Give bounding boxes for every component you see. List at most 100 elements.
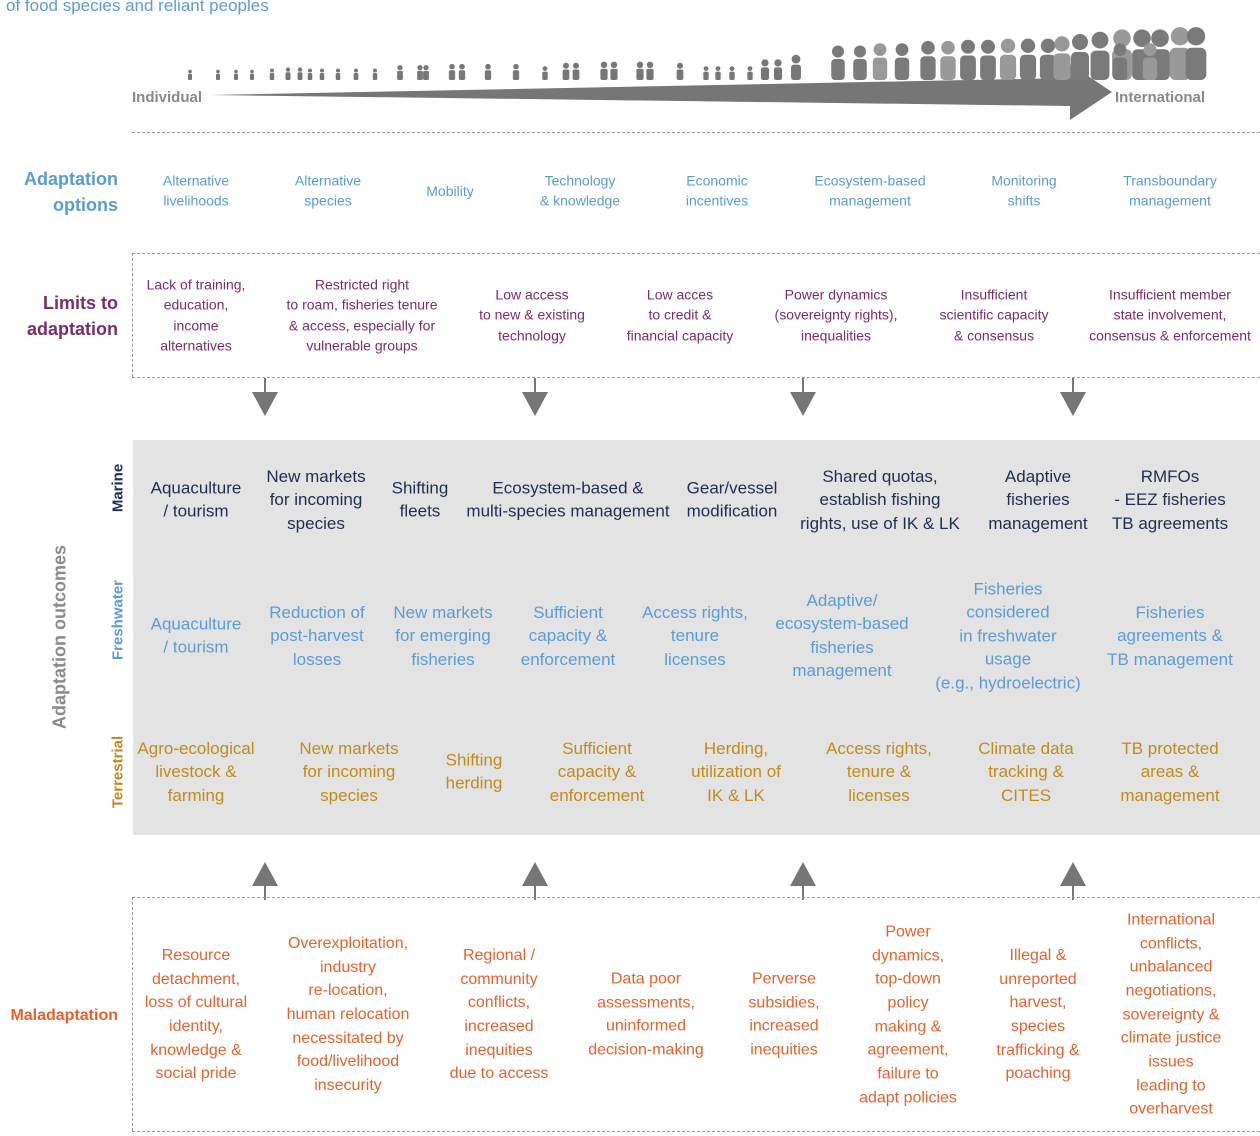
person-icon	[1053, 36, 1071, 80]
terrestrial-outcome-4: Sufficient capacity & enforcement	[549, 738, 645, 805]
person-icon	[448, 63, 456, 80]
maladaptation-item-3: Regional / community conflicts, increase…	[449, 946, 549, 1083]
scale-left-label: Individual	[132, 89, 203, 106]
person-icon	[703, 66, 709, 80]
up-arrows	[252, 862, 1086, 900]
freshwater-outcome-2: Reduction of post-harvest losses	[269, 602, 365, 669]
maladaptation-item-4: Data poor assessments, uninformed decisi…	[588, 970, 704, 1059]
adaptation-option-4: Technology & knowledge	[539, 172, 621, 209]
person-icon	[233, 69, 239, 80]
scale-right-label: International	[1115, 89, 1206, 106]
adaptation-option-8: Transboundary management	[1123, 172, 1217, 209]
freshwater-outcome-3: New markets for emerging fisheries	[393, 602, 493, 669]
adaptation-option-3: Mobility	[426, 182, 474, 199]
maladaptation-item-7: Illegal & unreported harvest, species tr…	[996, 946, 1080, 1083]
down-arrows	[252, 378, 1086, 416]
up-arrow-icon	[252, 862, 278, 900]
limits-label-text: Limits to adaptation	[26, 293, 118, 340]
person-icon	[1090, 31, 1110, 80]
terrestrial-outcome-3: Shifting herding	[445, 750, 503, 793]
limit-4: Low acces to credit & financial capacity	[626, 286, 734, 344]
adaptation-option-5: Economic incentives	[685, 172, 749, 209]
limits-label: Limits to adaptation	[0, 290, 118, 342]
freshwater-outcome-4: Sufficient capacity & enforcement	[520, 602, 616, 669]
freshwater-label: Freshwater	[109, 579, 127, 661]
person-icon	[572, 62, 580, 80]
maladaptation-label: Maladaptation	[0, 1004, 118, 1027]
person-icon	[285, 67, 291, 80]
person-icon	[1142, 43, 1158, 80]
maladaptation-item-8: International conflicts, unbalanced nego…	[1120, 911, 1222, 1118]
outcomes-label: Adaptation outcomes	[49, 544, 70, 730]
person-icon	[484, 63, 492, 80]
terrestrial-outcome-7: Climate data tracking & CITES	[978, 738, 1074, 805]
limit-7: Insufficient member state involvement, c…	[1089, 286, 1251, 344]
person-icon	[372, 68, 378, 80]
maladaptation-item-1: Resource detachment, loss of cultural id…	[144, 946, 248, 1083]
limits-box-bottom	[132, 377, 1260, 378]
adaptation-option-1: Alternative livelihoods	[162, 172, 230, 209]
person-icon	[417, 65, 423, 80]
person-icon	[269, 68, 275, 80]
person-icon	[636, 61, 644, 80]
person-icon	[894, 43, 910, 80]
terrestrial-outcome-5: Herding, utilization of IK & LK	[691, 738, 781, 805]
maladaptation-label-text: Maladaptation	[10, 1007, 118, 1024]
person-icon	[760, 59, 770, 80]
person-icon	[676, 62, 684, 80]
person-icon	[187, 69, 193, 80]
person-icon	[512, 63, 520, 80]
marine-outcome-7: Adaptive fisheries management	[988, 466, 1088, 533]
person-icon	[610, 61, 618, 80]
terrestrial-outcome-2: New markets for incoming species	[299, 738, 399, 805]
freshwater-outcome-1: Aquaculture / tourism	[150, 614, 242, 657]
person-icon	[729, 66, 735, 80]
marine-outcome-8: RMFOs - EEZ fisheries TB agreements	[1111, 466, 1229, 533]
limits-box-top	[132, 253, 1260, 254]
maladaptation-item-6: Power dynamics, top-down policy making &…	[859, 923, 957, 1107]
people-scale	[187, 27, 1207, 120]
person-icon	[920, 40, 936, 80]
person-icon	[791, 54, 801, 80]
freshwater-outcome-6: Adaptive/ ecosystem-based fisheries mana…	[775, 591, 909, 681]
person-icon	[249, 69, 255, 80]
marine-outcome-2: New markets for incoming species	[266, 466, 366, 533]
marine-outcome-4: Ecosystem-based & multi-species manageme…	[466, 478, 670, 521]
person-icon	[831, 45, 845, 80]
person-icon	[215, 69, 221, 80]
maladaptation-box-bottom	[132, 1131, 1260, 1132]
maladaptation-item-2: Overexploitation, industry re-location, …	[286, 935, 410, 1095]
adaptation-option-7: Monitoring shifts	[991, 172, 1057, 209]
marine-outcome-5: Gear/vessel modification	[686, 478, 778, 521]
person-icon	[1112, 43, 1128, 80]
freshwater-outcome-8: Fisheries agreements & TB management	[1107, 602, 1233, 669]
up-arrow-icon	[790, 862, 816, 900]
terrestrial-label: Terrestrial	[109, 735, 127, 809]
person-icon	[423, 65, 429, 80]
person-icon	[853, 45, 867, 80]
adaptation-options-label-text: Adaptation options	[24, 169, 118, 216]
freshwater-outcome-5: Access rights, tenure licenses	[642, 602, 748, 669]
up-arrow-icon	[522, 862, 548, 900]
person-icon	[1185, 27, 1207, 80]
person-icon	[747, 66, 753, 80]
down-arrow-icon	[252, 378, 278, 416]
up-arrow-icon	[1060, 862, 1086, 900]
limit-2: Restricted right to roam, fisheries tenu…	[286, 276, 438, 354]
person-icon	[600, 61, 608, 80]
marine-outcome-1: Aquaculture / tourism	[150, 478, 242, 521]
person-icon	[458, 63, 466, 80]
person-icon	[307, 68, 313, 80]
person-icon	[335, 68, 341, 80]
terrestrial-outcome-8: TB protected areas & management	[1120, 738, 1220, 805]
limit-1: Lack of training, education, income alte…	[146, 276, 246, 354]
person-icon	[715, 66, 721, 80]
person-icon	[1019, 38, 1037, 80]
marine-outcome-6: Shared quotas, establish fishing rights,…	[800, 466, 960, 533]
person-icon	[773, 59, 783, 80]
maladaptation-box-top	[132, 897, 1260, 898]
outcomes-panel	[133, 440, 1260, 835]
down-arrow-icon	[1060, 378, 1086, 416]
person-icon	[872, 43, 888, 80]
adaptation-option-6: Ecosystem-based management	[814, 172, 926, 209]
